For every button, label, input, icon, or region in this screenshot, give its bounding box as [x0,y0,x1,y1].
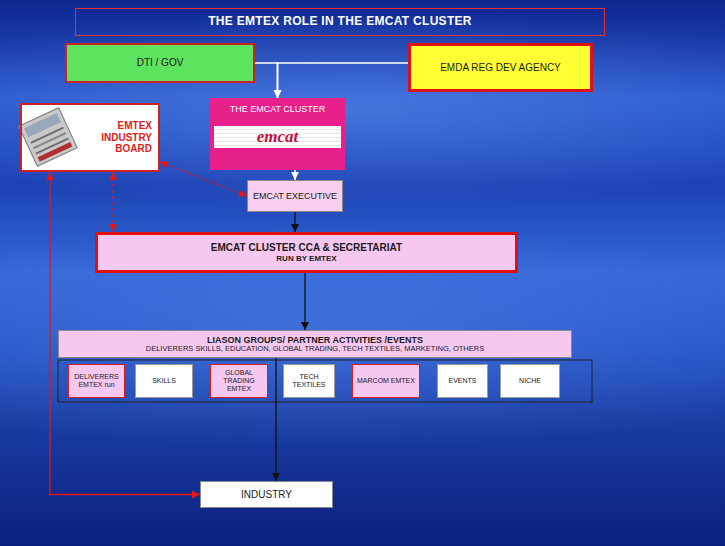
board-box: EMTEX INDUSTRY BOARD [20,103,160,172]
node-subtext: DELIVERERS SKILLS, EDUCATION, GLOBAL TRA… [146,345,484,354]
activity-box: EVENTS [437,364,488,398]
activity-box: TECH TEXTILES [283,364,335,398]
connector [304,273,305,330]
activity-box: SKILLS [135,364,193,398]
connector [112,172,113,232]
connector [294,212,295,232]
node-label: NICHE [519,377,541,385]
industry-box: INDUSTRY [200,481,333,508]
diagram-title: THE EMTEX ROLE IN THE EMCAT CLUSTER [208,15,472,29]
node-label: LIASON GROUPS/ PARTNER ACTIVITIES /EVENT… [207,335,423,345]
node-label: MARCOM EMTEX [357,377,415,385]
connector [255,63,278,98]
node-subtext: emcat [214,126,341,148]
node-label: GLOBAL TRADING EMTEX [213,369,265,393]
node-label: DTI / GOV [137,57,184,69]
connector [294,170,296,180]
node-subtext: RUN BY EMTEX [276,254,336,263]
government-box: DTI / GOV [65,43,255,83]
connector [275,358,276,481]
node-label: INDUSTRY [241,489,292,501]
activity-box: DELIVERERS EMTEX run [68,364,125,398]
node-label: TECH TEXTILES [286,373,332,389]
activity-row-frame [58,360,592,402]
agency-box: EMDA REG DEV AGENCY [408,43,593,92]
secretariat-box: EMCAT CLUSTER CCA & SECRETARIATRUN BY EM… [95,232,518,273]
connector [278,63,409,98]
node-label: THE EMCAT CLUSTER [230,104,326,114]
liaison-box: LIASON GROUPS/ PARTNER ACTIVITIES /EVENT… [58,330,572,358]
cluster-box: THE EMCAT CLUSTER emcat [210,98,345,170]
node-label: EVENTS [448,377,476,385]
activity-box: NICHE [500,364,560,398]
node-label: EMDA REG DEV AGENCY [440,62,561,74]
node-label: EMCAT EXECUTIVE [253,191,337,201]
node-label: EMCAT CLUSTER CCA & SECRETARIAT [211,242,402,254]
node-label: DELIVERERS EMTEX run [71,373,122,389]
node-label: SKILLS [152,377,176,385]
title-frame: THE EMTEX ROLE IN THE EMCAT CLUSTER [75,8,605,36]
executive-box: EMCAT EXECUTIVE [247,180,343,212]
emtex-logo [19,108,77,166]
activity-box: GLOBAL TRADING EMTEX [210,364,268,398]
activity-box: MARCOM EMTEX [352,364,420,398]
node-label: EMTEX INDUSTRY BOARD [84,120,152,155]
